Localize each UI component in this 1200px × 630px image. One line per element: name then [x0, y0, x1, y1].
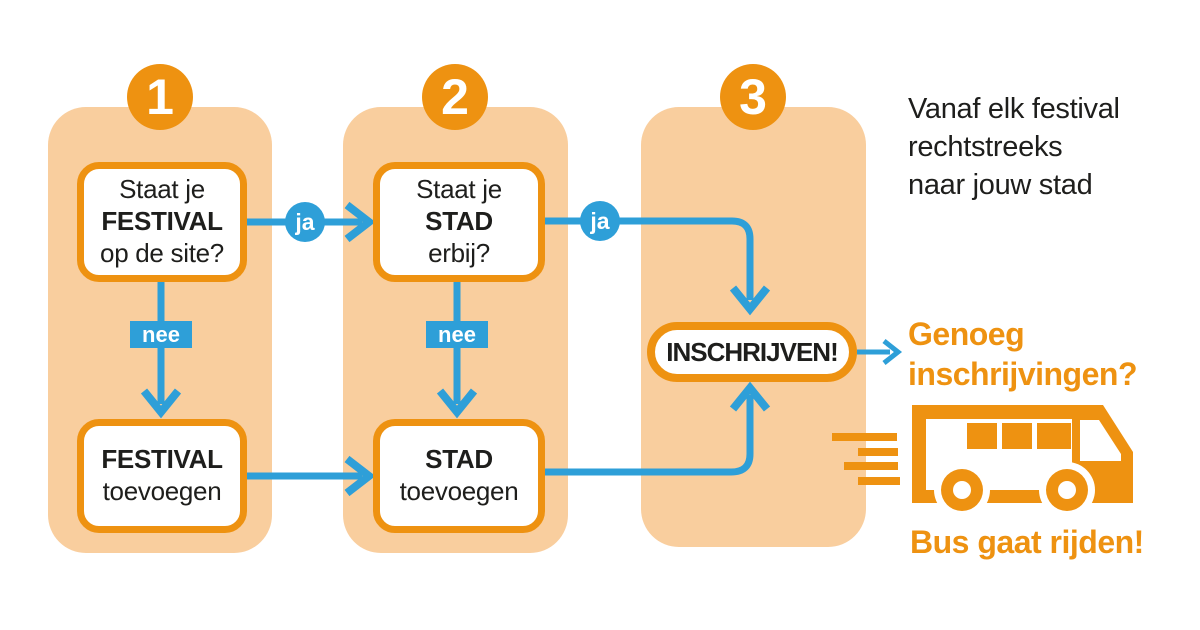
- question-line: Staat je: [119, 174, 205, 205]
- inschrijven-cta: INSCHRIJVEN!: [647, 322, 857, 382]
- enough-line-2: inschrijvingen?: [908, 356, 1137, 392]
- question-box-festival: Staat je FESTIVAL op de site?: [77, 162, 247, 282]
- action-line: toevoegen: [102, 476, 222, 506]
- bus-icon: [912, 405, 1133, 518]
- tagline: Vanaf elk festival rechtstreeks naar jou…: [908, 90, 1120, 204]
- step-number-3: 3: [720, 64, 786, 130]
- enough-question: Genoeg inschrijvingen?: [908, 314, 1137, 394]
- action-box-stad-toevoegen: STAD toevoegen: [373, 419, 545, 533]
- action-keyword: STAD: [425, 444, 493, 475]
- step-number-1: 1: [127, 64, 193, 130]
- bus-result-text: Bus gaat rijden!: [910, 524, 1144, 560]
- nee-label-1: nee: [130, 321, 192, 348]
- tagline-line-2: rechtstreeks: [908, 131, 1063, 163]
- question-line: erbij?: [428, 237, 490, 268]
- tagline-line-3: naar jouw stad: [908, 169, 1093, 201]
- step-number-2: 2: [422, 64, 488, 130]
- question-line: op de site?: [100, 237, 224, 268]
- question-line: Staat je: [416, 174, 502, 205]
- enough-line-1: Genoeg: [908, 316, 1025, 352]
- nee-label-2: nee: [426, 321, 488, 348]
- ja-label-1: ja: [285, 202, 325, 242]
- action-line: toevoegen: [399, 476, 519, 506]
- question-box-stad: Staat je STAD erbij?: [373, 162, 545, 282]
- ja-label-2: ja: [580, 201, 620, 241]
- action-keyword: FESTIVAL: [101, 444, 223, 475]
- arrow-inschrijven-out-head: [882, 339, 903, 365]
- question-keyword: STAD: [425, 206, 493, 237]
- question-keyword: FESTIVAL: [101, 206, 223, 237]
- tagline-line-1: Vanaf elk festival: [908, 93, 1120, 125]
- action-box-festival-toevoegen: FESTIVAL toevoegen: [77, 419, 247, 533]
